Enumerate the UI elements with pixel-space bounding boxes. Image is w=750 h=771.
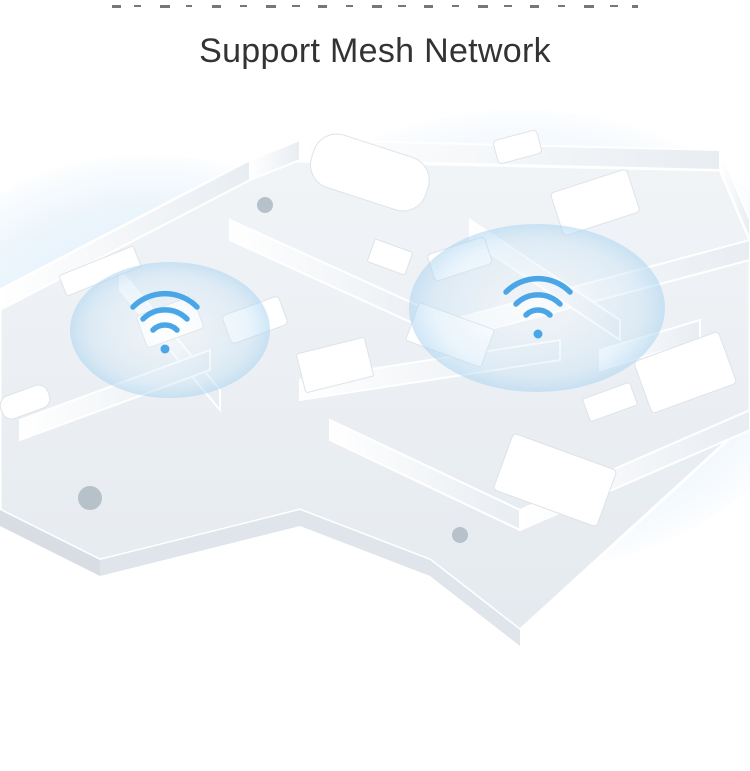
floorplan-svg	[0, 110, 750, 646]
bed	[493, 433, 617, 527]
access-point-zone-left	[70, 262, 270, 398]
plant	[257, 197, 273, 213]
wifi-icon	[503, 275, 573, 339]
cropped-caption-strip	[0, 0, 750, 8]
desk	[582, 382, 638, 422]
cropped-caption-glyphs	[112, 5, 638, 8]
car	[310, 133, 430, 212]
plant	[78, 486, 102, 510]
bed	[550, 169, 640, 236]
sofa	[493, 129, 542, 164]
plant	[452, 527, 468, 543]
mesh-floorplan-illustration	[0, 90, 750, 690]
plants	[78, 197, 468, 543]
floor-slab-edge	[100, 510, 520, 646]
cabinet	[367, 238, 413, 276]
wifi-icon	[130, 290, 200, 354]
wall	[0, 158, 251, 312]
bathtub	[0, 384, 51, 420]
closet	[296, 337, 374, 393]
wall	[719, 149, 750, 241]
bed	[634, 331, 737, 414]
page-title: Support Mesh Network	[199, 32, 551, 70]
floor-slab-edge-left	[0, 510, 100, 576]
